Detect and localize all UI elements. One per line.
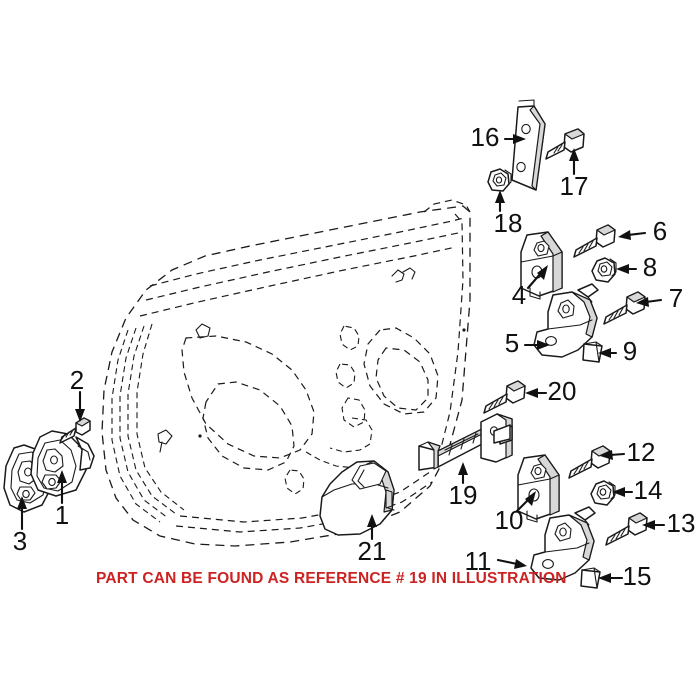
callout-label-1: 1	[55, 500, 69, 530]
callout-label-12: 12	[627, 437, 656, 467]
callout-label-21: 21	[358, 536, 387, 566]
part-18-hinge-grommet-plug	[487, 168, 512, 192]
callout-label-2: 2	[70, 365, 84, 395]
reference-note-text: PART CAN BE FOUND AS REFERENCE # 19 IN I…	[96, 570, 567, 587]
callout-leaders	[17, 134, 666, 583]
callout-label-11: 11	[465, 546, 492, 576]
part-20-door-check-mounting-bolt	[483, 380, 526, 414]
part-5-upper-hinge-bracket-with-pin	[533, 283, 599, 358]
callout-label-5: 5	[505, 328, 519, 358]
door-panel-phantom-outline	[101, 199, 471, 547]
callout-label-7: 7	[669, 283, 683, 313]
callout-label-9: 9	[623, 336, 637, 366]
part-14-hinge-flange-nut-lower	[590, 480, 616, 506]
part-4-upper-hinge-body	[520, 231, 563, 300]
part-21-door-handle-housing-cover	[319, 460, 395, 536]
part-2-striker-mounting-bolt	[59, 417, 91, 444]
callout-label-19: 19	[449, 480, 478, 510]
part-6-hinge-bolt-upper	[573, 224, 616, 258]
part-10-lower-hinge-body	[517, 454, 560, 523]
callout-label-4: 4	[512, 280, 526, 310]
callout-label-18: 18	[494, 208, 523, 238]
part-19-door-check-strap	[418, 413, 513, 471]
callout-label-17: 17	[560, 171, 589, 201]
callout-label-3: 3	[13, 526, 27, 556]
part-12-hinge-bolt-lower	[568, 445, 611, 479]
callout-label-15: 15	[623, 561, 652, 591]
part-7-hinge-bolt-upper-lower	[603, 291, 646, 325]
callout-number-labels: 1 2 3 4 5 6 7 8 9 10 11 12 13 14 15 16 1…	[13, 122, 696, 591]
part-8-hinge-flange-nut-upper	[591, 257, 617, 283]
callout-label-8: 8	[643, 252, 657, 282]
part-9-hinge-pin-bushing	[582, 341, 603, 363]
part-15-hinge-pin-bushing-lower	[580, 567, 601, 589]
callout-label-14: 14	[634, 475, 663, 505]
callout-label-16: 16	[471, 122, 500, 152]
callout-label-20: 20	[548, 376, 577, 406]
part-1-door-striker-plate-inner	[30, 430, 95, 497]
part-13-hinge-bolt-lower-second	[605, 512, 648, 546]
callout-label-10: 10	[495, 505, 524, 535]
part-17-reinforcement-plate-bolt	[545, 128, 585, 160]
callout-label-13: 13	[667, 508, 696, 538]
callout-label-6: 6	[653, 216, 667, 246]
part-16-door-hinge-reinforcement-plate	[511, 99, 546, 191]
part-11-lower-hinge-bracket-with-pin	[530, 506, 596, 581]
